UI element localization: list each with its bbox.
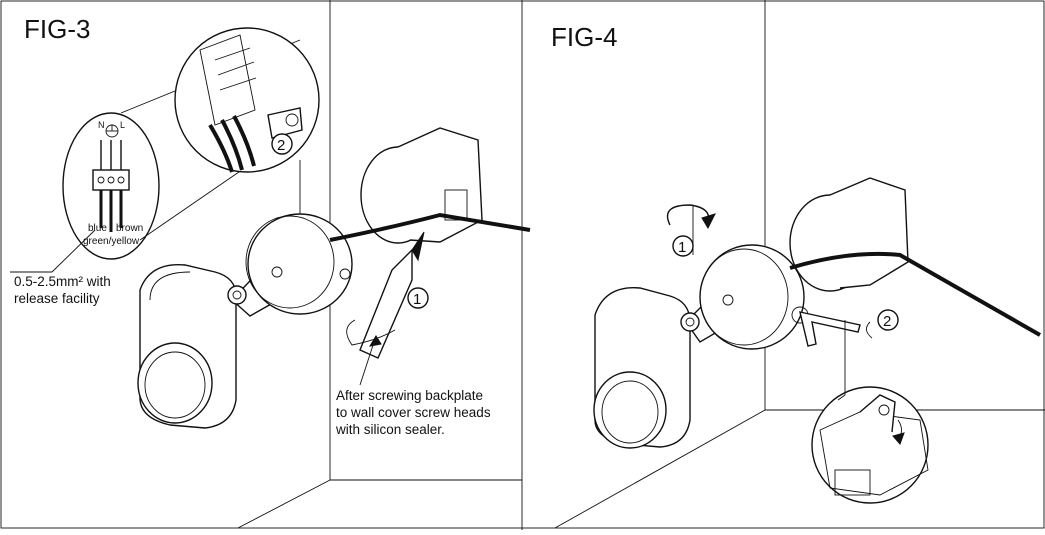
allen-key-icon <box>799 311 861 347</box>
housing-detail-magnifier <box>174 27 320 215</box>
wire-label-brown: brown <box>116 223 143 234</box>
sealant-gun <box>346 231 429 386</box>
wire-label-blue: blue <box>88 223 107 234</box>
terminal-label-l: L <box>120 120 125 130</box>
fig3-fixture <box>137 213 353 429</box>
fig4-detail-magnifier <box>811 320 929 504</box>
terminal-label-n: N <box>98 120 105 130</box>
fig4-title: FIG-4 <box>551 22 618 52</box>
fig4-backplate <box>789 177 1041 347</box>
fig3-step-1-marker <box>407 287 429 309</box>
step-2-marker <box>271 133 293 155</box>
wire-label-green-yellow: green/yellow <box>83 236 140 247</box>
fig4-step-1-label: 1 <box>678 239 686 256</box>
fig4-step-1-marker <box>672 235 694 257</box>
sealer-instruction-note: After screwing backplate to wall cover s… <box>336 388 491 437</box>
fig3-title: FIG-3 <box>24 14 91 44</box>
fig4-step-2-marker <box>877 309 899 331</box>
fig3-step-2-label: 2 <box>277 137 285 154</box>
fig3-step-1-label: 1 <box>413 291 421 308</box>
cable-spec-note: 0.5-2.5mm² with release facility <box>14 274 111 306</box>
fig4-step-2-label: 2 <box>883 313 891 330</box>
fig3-backplate <box>329 127 531 244</box>
fig4-rotation-arrow-icon <box>666 204 716 257</box>
fig4-fixture <box>593 244 805 449</box>
